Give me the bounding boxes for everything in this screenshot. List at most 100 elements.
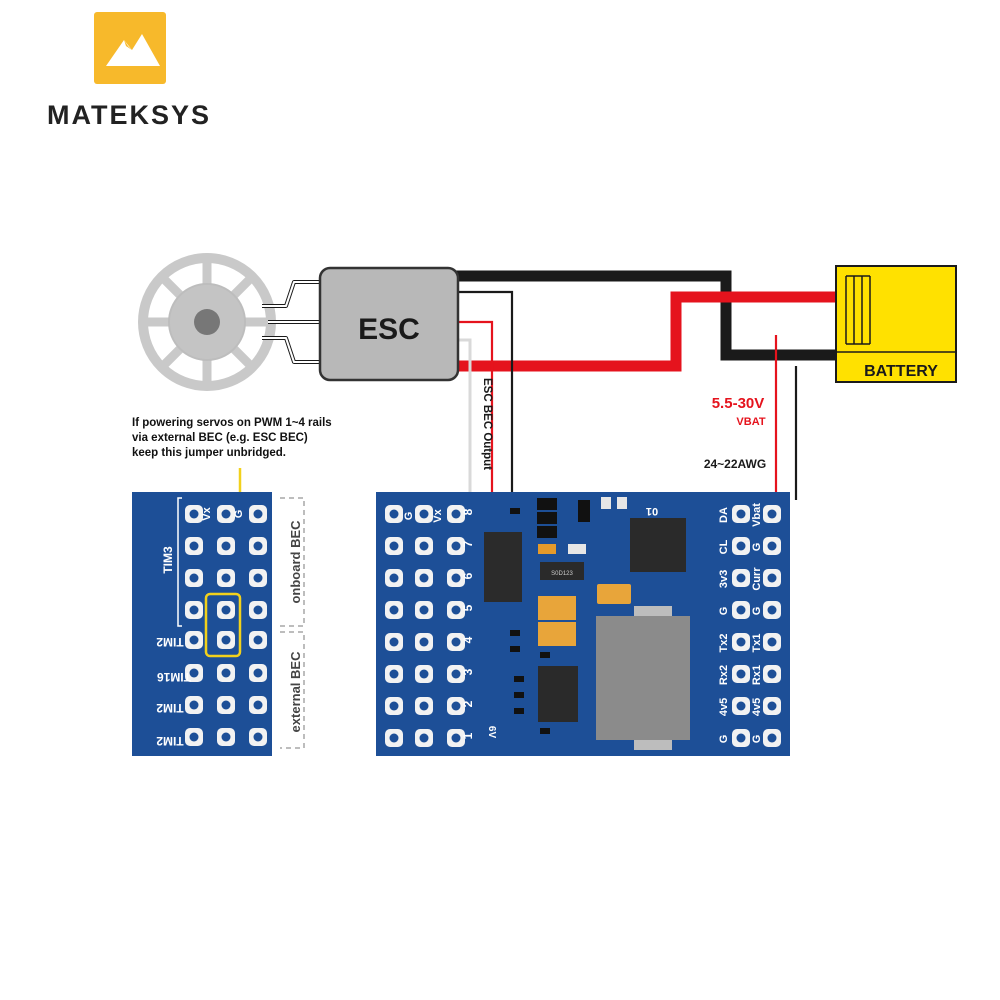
row-label-4: TIM2 xyxy=(156,734,184,748)
header-pad xyxy=(415,505,433,523)
left-pad xyxy=(185,728,203,746)
pwm-4: 4 xyxy=(461,636,475,643)
esc: ESC xyxy=(318,266,460,382)
motor xyxy=(138,253,276,391)
capacitor-2 xyxy=(538,596,576,620)
pin-label: 3v3 xyxy=(718,570,730,588)
tim3-label: TIM3 xyxy=(161,546,175,574)
esc-bec-output-label: ESC BEC Output xyxy=(481,378,493,470)
header-pad xyxy=(385,697,403,715)
uart-pad xyxy=(732,697,750,715)
uart-pad xyxy=(763,729,781,747)
left-board-zoom: TIM3 TIM2 TIM16 TIM2 TIM2 Vx G xyxy=(132,492,272,756)
left-pad xyxy=(249,728,267,746)
row-label-3: TIM2 xyxy=(156,701,184,715)
uart-pad xyxy=(732,537,750,555)
chip-id: 01 xyxy=(646,505,658,517)
left-pad xyxy=(185,537,203,555)
uart-pad xyxy=(763,601,781,619)
jumper-note-line-1: If powering servos on PWM 1~4 rails xyxy=(132,417,332,429)
uart-pad xyxy=(763,665,781,683)
esc-label: ESC xyxy=(358,313,420,346)
external-bec-label: external BEC xyxy=(288,651,303,733)
uart-pad xyxy=(732,505,750,523)
left-pad xyxy=(217,696,235,714)
header-pad xyxy=(415,601,433,619)
uart-pad xyxy=(763,569,781,587)
main-vx-label: Vx xyxy=(432,508,444,522)
brand-name: MATEKSYS xyxy=(47,100,211,130)
left-pad xyxy=(185,664,203,682)
uart-pad xyxy=(763,697,781,715)
header-pad xyxy=(385,633,403,651)
jumper-note-line-2: via external BEC (e.g. ESC BEC) xyxy=(132,432,308,444)
left-pad xyxy=(249,631,267,649)
flight-controller-board: G Vx 8 7 6 5 4 3 2 1 01 S0D123 xyxy=(376,492,790,756)
header-pad xyxy=(385,505,403,523)
uart-pad xyxy=(732,729,750,747)
header-pad xyxy=(447,569,465,587)
header-pad xyxy=(385,665,403,683)
pwm-1: 1 xyxy=(461,732,475,739)
battery: BATTERY xyxy=(835,265,957,383)
pin-label: Rx2 xyxy=(718,665,730,685)
board-6v-label: 6V xyxy=(486,726,497,739)
row-label-1: TIM2 xyxy=(156,635,184,649)
left-pad xyxy=(217,569,235,587)
onboard-bec-label: onboard BEC xyxy=(288,520,303,604)
wire-gauge-label: 24~22AWG xyxy=(704,457,766,471)
ic-label: S0D123 xyxy=(551,571,573,577)
header-pad xyxy=(447,633,465,651)
left-pad xyxy=(249,537,267,555)
uart-pad xyxy=(763,505,781,523)
left-pad xyxy=(249,601,267,619)
red-power-wire xyxy=(456,291,838,372)
left-pad xyxy=(185,601,203,619)
left-pad xyxy=(185,505,203,523)
header-pad xyxy=(415,665,433,683)
pin-label: Tx2 xyxy=(718,634,730,653)
osd-chip xyxy=(538,666,578,722)
pin-label: Vbat xyxy=(751,503,763,527)
mateksys-logo: MATEKSYS xyxy=(47,12,211,130)
pin-label: Rx1 xyxy=(751,665,763,685)
pwm-8: 8 xyxy=(461,508,475,515)
jumper-note-line-3: keep this jumper unbridged. xyxy=(132,447,286,459)
left-pad xyxy=(185,569,203,587)
external-bec-bracket xyxy=(280,631,305,749)
header-pad xyxy=(447,697,465,715)
header-pad xyxy=(415,569,433,587)
pwm-3: 3 xyxy=(461,668,475,675)
left-pad xyxy=(217,631,235,649)
main-g-label: G xyxy=(403,512,415,521)
header-pad xyxy=(447,601,465,619)
pin-label: G xyxy=(751,607,763,616)
bec-jumper xyxy=(204,592,242,658)
left-pad xyxy=(217,537,235,555)
black-power-wire xyxy=(456,270,838,361)
capacitor-3 xyxy=(538,622,576,646)
pin-label: G xyxy=(718,735,730,744)
header-pad xyxy=(385,729,403,747)
left-pad xyxy=(249,696,267,714)
pwm-6: 6 xyxy=(461,572,475,579)
left-pad xyxy=(249,569,267,587)
inductor xyxy=(596,616,690,740)
header-pad xyxy=(447,729,465,747)
pwm-2: 2 xyxy=(461,700,475,707)
header-pad xyxy=(415,697,433,715)
battery-label: BATTERY xyxy=(864,363,938,380)
mountain-icon xyxy=(106,34,160,66)
diode xyxy=(540,562,584,580)
left-pad xyxy=(217,664,235,682)
uart-pad xyxy=(732,601,750,619)
header-pad xyxy=(415,729,433,747)
pin-label: CL xyxy=(718,539,730,554)
pwm-7: 7 xyxy=(461,540,475,547)
uart-pad xyxy=(763,633,781,651)
pin-label: G xyxy=(751,735,763,744)
vbat-label: VBAT xyxy=(736,416,765,428)
header-pad xyxy=(415,633,433,651)
pin-label: Curr xyxy=(751,567,763,591)
